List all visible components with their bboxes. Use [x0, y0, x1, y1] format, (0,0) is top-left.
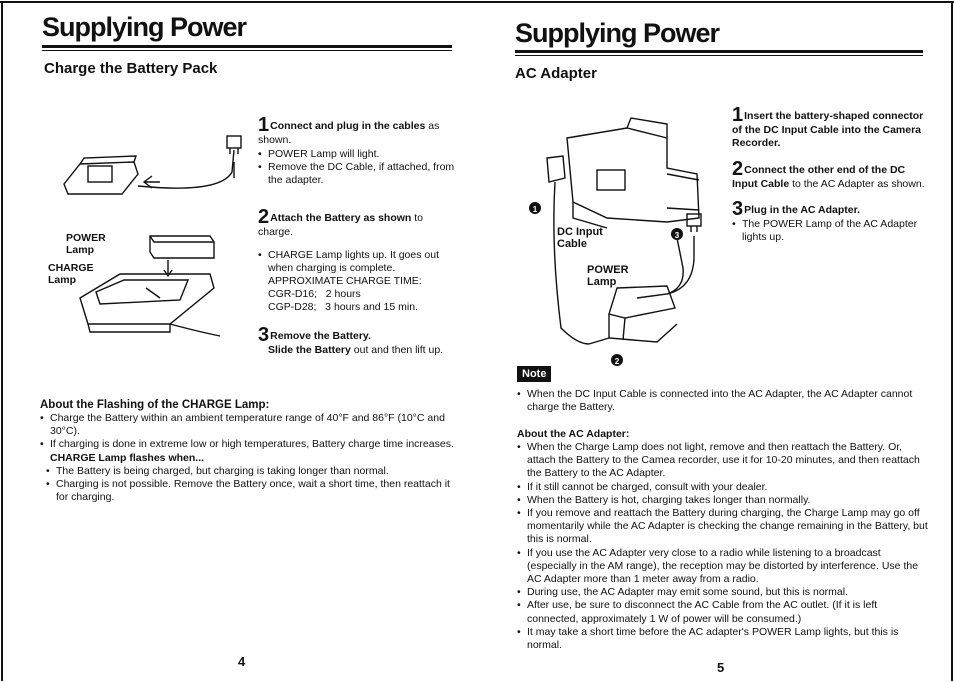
- list-item: When the Charge Lamp does not light, rem…: [517, 441, 929, 481]
- step-1-bullets: POWER Lamp will light. Remove the DC Cab…: [258, 148, 458, 188]
- step-3-line2-rest: out and then lift up.: [350, 344, 444, 356]
- list-item: When the DC Input Cable is connected int…: [517, 388, 929, 414]
- step-2: 2Attach the Battery as shown to charge. …: [258, 206, 458, 314]
- page-number: 4: [238, 654, 246, 669]
- list-item: Charge the Battery within an ambient tem…: [40, 412, 458, 438]
- flashing-bullets: Charge the Battery within an ambient tem…: [40, 412, 458, 452]
- note-bullets: When the DC Input Cable is connected int…: [517, 388, 929, 414]
- step-3: 3Remove the Battery. Slide the Battery o…: [258, 324, 463, 357]
- list-item: During use, the AC Adapter may emit some…: [517, 586, 929, 599]
- flashing-section: About the Flashing of the CHARGE Lamp: C…: [40, 398, 458, 504]
- step-2-bullets: CHARGE Lamp lights up. It goes out when …: [258, 249, 458, 275]
- list-item: If you use the AC Adapter very close to …: [517, 547, 929, 587]
- right-page: Supplying Power AC Adapter 1 3 2: [477, 0, 954, 682]
- step-1: 1Connect and plug in the cables as shown…: [258, 114, 458, 188]
- callout-2: 2: [615, 357, 620, 366]
- lamp-label-2: Lamp: [48, 274, 77, 286]
- section-title: AC Adapter: [515, 65, 597, 82]
- battery-charging-illustration: [79, 235, 221, 337]
- step-2-bold: Attach the Battery as shown: [270, 212, 412, 224]
- flashing-heading: About the Flashing of the CHARGE Lamp:: [40, 399, 270, 411]
- step-2: 2Connect the other end of the DC Input C…: [732, 158, 926, 191]
- step-number: 3: [258, 324, 270, 346]
- list-item: If you remove and reattach the Battery d…: [517, 507, 929, 547]
- charger-cable-illustration: [63, 135, 242, 195]
- about-bullets: When the Charge Lamp does not light, rem…: [517, 441, 929, 652]
- charge-lamp-label: CHARGE Lamp: [48, 262, 94, 286]
- title-rule: [515, 50, 923, 53]
- step-1-rest: as shown.: [258, 120, 440, 146]
- list-item: It may take a short time before the AC a…: [517, 626, 929, 652]
- dc-input-label: DC Input: [557, 226, 603, 238]
- charge-time-label: APPROXIMATE CHARGE TIME:: [268, 275, 422, 288]
- list-item: If charging is done in extreme low or hi…: [40, 438, 458, 451]
- power-label: POWER: [66, 232, 106, 244]
- step-number: 1: [732, 104, 744, 126]
- dc-input-cable-label: DC Input Cable: [557, 226, 603, 250]
- charge-label: CHARGE: [48, 262, 94, 274]
- step-3-line2-bold: Slide the Battery: [268, 344, 351, 356]
- page-frame-left: [1, 1, 3, 681]
- flashing-subheading: CHARGE Lamp flashes when...: [50, 451, 205, 464]
- power-lamp-label: POWER Lamp: [66, 232, 106, 256]
- step-1-bold: Connect and plug in the cables: [270, 120, 426, 132]
- step-3-bold: Plug in the AC Adapter.: [744, 204, 861, 216]
- list-item: CHARGE Lamp lights up. It goes out when …: [258, 249, 458, 275]
- list-item: The Battery is being charged, but chargi…: [46, 465, 458, 478]
- lamp-label: Lamp: [587, 276, 617, 288]
- step-2-rest: to charge.: [258, 212, 424, 238]
- note-badge: Note: [517, 366, 552, 382]
- left-page: Supplying Power Charge the Battery Pack: [0, 0, 477, 682]
- section-title: Charge the Battery Pack: [44, 60, 218, 77]
- step-1: 1Insert the battery-shaped connector of …: [732, 104, 926, 150]
- step-2-bold: Connect the other end of the DC Input Ca…: [732, 164, 906, 190]
- title-rule: [42, 45, 452, 48]
- step-3: 3Plug in the AC Adapter. The POWER Lamp …: [732, 198, 926, 244]
- list-item: Remove the DC Cable, if attached, from t…: [258, 161, 458, 187]
- page-frame-right: [951, 1, 953, 681]
- page-title: Supplying Power: [42, 12, 247, 42]
- title-rule-thin: [42, 50, 452, 51]
- page-number: 5: [717, 660, 725, 675]
- list-item: If it still cannot be charged, consult w…: [517, 481, 929, 494]
- flashing-sub-bullets: The Battery is being charged, but chargi…: [40, 465, 458, 505]
- camera-adapter-illustration: 1 3 2: [529, 117, 702, 366]
- power-label: POWER: [587, 264, 629, 276]
- page-frame-top: [0, 1, 954, 3]
- list-item: The POWER Lamp of the AC Adapter lights …: [732, 218, 926, 244]
- callout-1: 1: [533, 205, 538, 214]
- step-number: 2: [258, 206, 270, 228]
- about-section: About the AC Adapter: When the Charge La…: [517, 428, 929, 652]
- list-item: When the Battery is hot, charging takes …: [517, 494, 929, 507]
- list-item: POWER Lamp will light.: [258, 148, 458, 161]
- list-item: After use, be sure to disconnect the AC …: [517, 599, 929, 625]
- step-number: 1: [258, 114, 270, 136]
- list-item: Charging is not possible. Remove the Bat…: [46, 478, 458, 504]
- lamp-label: Lamp: [66, 244, 95, 256]
- page-title: Supplying Power: [515, 18, 720, 48]
- charge-time-row: CGP-D28; 3 hours and 15 min.: [268, 301, 418, 314]
- step-number: 3: [732, 198, 744, 220]
- charge-time-row: CGR-D16; 2 hours: [268, 288, 361, 301]
- step-1-bold: Insert the battery-shaped connector of t…: [732, 110, 924, 149]
- power-lamp-label: POWER Lamp: [587, 264, 629, 288]
- callout-3: 3: [675, 231, 680, 240]
- step-3-bold: Remove the Battery.: [270, 330, 371, 342]
- title-rule-thin: [515, 55, 923, 56]
- about-heading: About the AC Adapter:: [517, 428, 630, 440]
- step-3-bullets: The POWER Lamp of the AC Adapter lights …: [732, 218, 926, 244]
- charge-time-block: APPROXIMATE CHARGE TIME: CGR-D16; 2 hour…: [258, 275, 458, 314]
- cable-label: Cable: [557, 238, 587, 250]
- step-2-rest: to the AC Adapter as shown.: [789, 178, 925, 190]
- step-number: 2: [732, 158, 744, 180]
